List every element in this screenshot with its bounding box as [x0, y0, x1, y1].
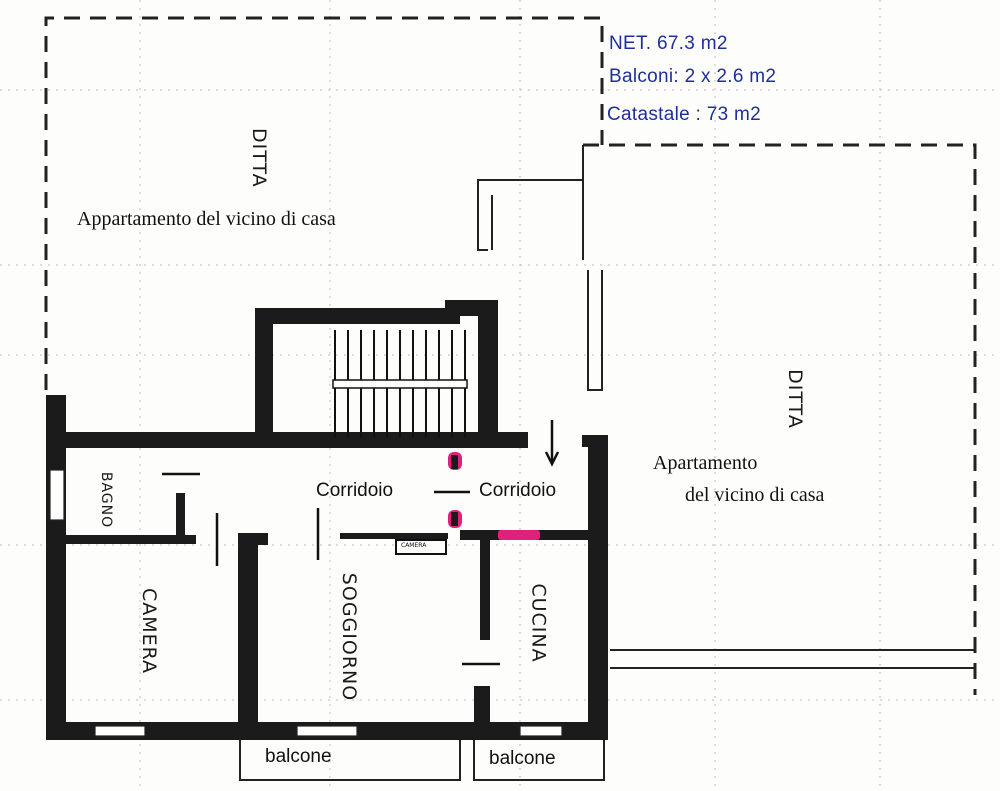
balconies: [239, 740, 605, 781]
cabinet-label: CAMERA: [401, 542, 427, 549]
balconies-area-label: Balconi: 2 x 2.6 m2: [609, 66, 777, 87]
room-label-living: SOGGIORNO: [338, 572, 361, 702]
cadastral-area-label: Catastale : 73 m2: [607, 104, 762, 125]
door-marks: [162, 420, 560, 666]
stairs: [332, 330, 468, 438]
walls: [46, 300, 608, 740]
right-neighbor-label-line1: Apartamento: [653, 452, 758, 474]
room-label-corridor-left: Corridoio: [316, 480, 394, 501]
neighbor-thin-lines: [477, 145, 975, 669]
upper-neighbor-label: Appartamento del vicino di casa: [77, 208, 336, 230]
room-label-corridor-right: Corridoio: [479, 480, 557, 501]
right-neighbor-label-line2: del vicino di casa: [685, 484, 825, 506]
cabinet-box: [395, 539, 447, 555]
upper-neighbor-tag: DITTA: [248, 128, 270, 188]
room-label-bedroom: CAMERA: [138, 587, 161, 675]
balcony-right-label: balcone: [489, 748, 556, 769]
room-label-bath: BAGNO: [98, 471, 115, 529]
right-neighbor-outline: [583, 143, 977, 695]
neighbor-boundaries: [44, 16, 977, 695]
net-area-label: NET. 67.3 m2: [609, 33, 728, 54]
windows: [49, 469, 563, 737]
balcony-left-label: balcone: [265, 746, 332, 767]
right-neighbor-tag: DITTA: [783, 369, 806, 429]
upper-neighbor-outline: [44, 16, 604, 390]
room-label-kitchen: CUCINA: [527, 583, 550, 663]
door-jambs: [451, 455, 458, 526]
